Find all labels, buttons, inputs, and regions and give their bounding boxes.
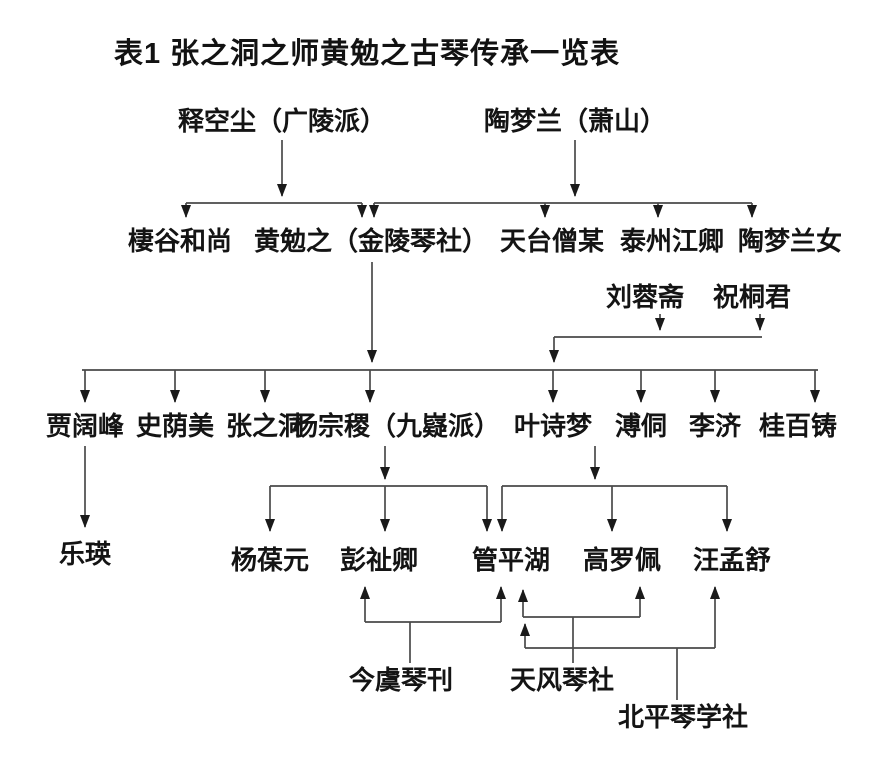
node-tianfeng-qinshe: 天风琴社: [509, 665, 615, 695]
node-jia-kuofeng: 贾阔峰: [45, 411, 125, 441]
node-tao-menglan-nv: 陶梦兰女: [737, 226, 843, 256]
up-arrows: [360, 586, 720, 648]
node-yue-ying: 乐瑛: [58, 539, 112, 569]
node-qigu-heshang: 棲谷和尚: [127, 226, 233, 256]
down-arrows: [80, 140, 820, 532]
node-shi-yinmei: 史荫美: [135, 411, 215, 441]
node-tao-menglan: 陶梦兰（萧山）: [483, 106, 667, 136]
node-gui-baizhu: 桂百铸: [758, 411, 838, 441]
node-pu-tong: 溥侗: [614, 411, 668, 441]
generation-bars: [82, 202, 818, 700]
node-beiping-qinxueshe: 北平琴学社: [617, 702, 749, 732]
node-gao-luopei: 高罗佩: [582, 545, 662, 575]
node-shi-kongchen: 释空尘（广陵派）: [177, 106, 387, 136]
node-zhang-zhidong: 张之洞: [225, 411, 305, 441]
node-liu-rongzhai: 刘蓉斋: [605, 282, 685, 312]
node-wang-mengshu: 汪孟舒: [692, 545, 772, 575]
node-tiantai-sengmou: 天台僧某: [499, 226, 605, 256]
node-jinyu-qinkan: 今虞琴刊: [348, 665, 454, 695]
node-taizhou-jiangqing: 泰州江卿: [619, 226, 725, 256]
figure-title: 表1 张之洞之师黄勉之古琴传承一览表: [114, 38, 621, 70]
node-ye-shimeng: 叶诗梦: [513, 411, 593, 441]
node-li-ji: 李济: [688, 411, 742, 441]
node-zhu-tongjun: 祝桐君: [712, 282, 792, 312]
node-peng-zhiqing: 彭祉卿: [339, 545, 419, 575]
node-yang-zongji: 杨宗稷（九嶷派）: [291, 411, 501, 441]
node-guan-pinghu: 管平湖: [471, 545, 551, 575]
node-yang-baoyuan: 杨葆元: [230, 545, 310, 575]
node-huang-mianzhi: 黄勉之（金陵琴社）: [253, 226, 489, 256]
